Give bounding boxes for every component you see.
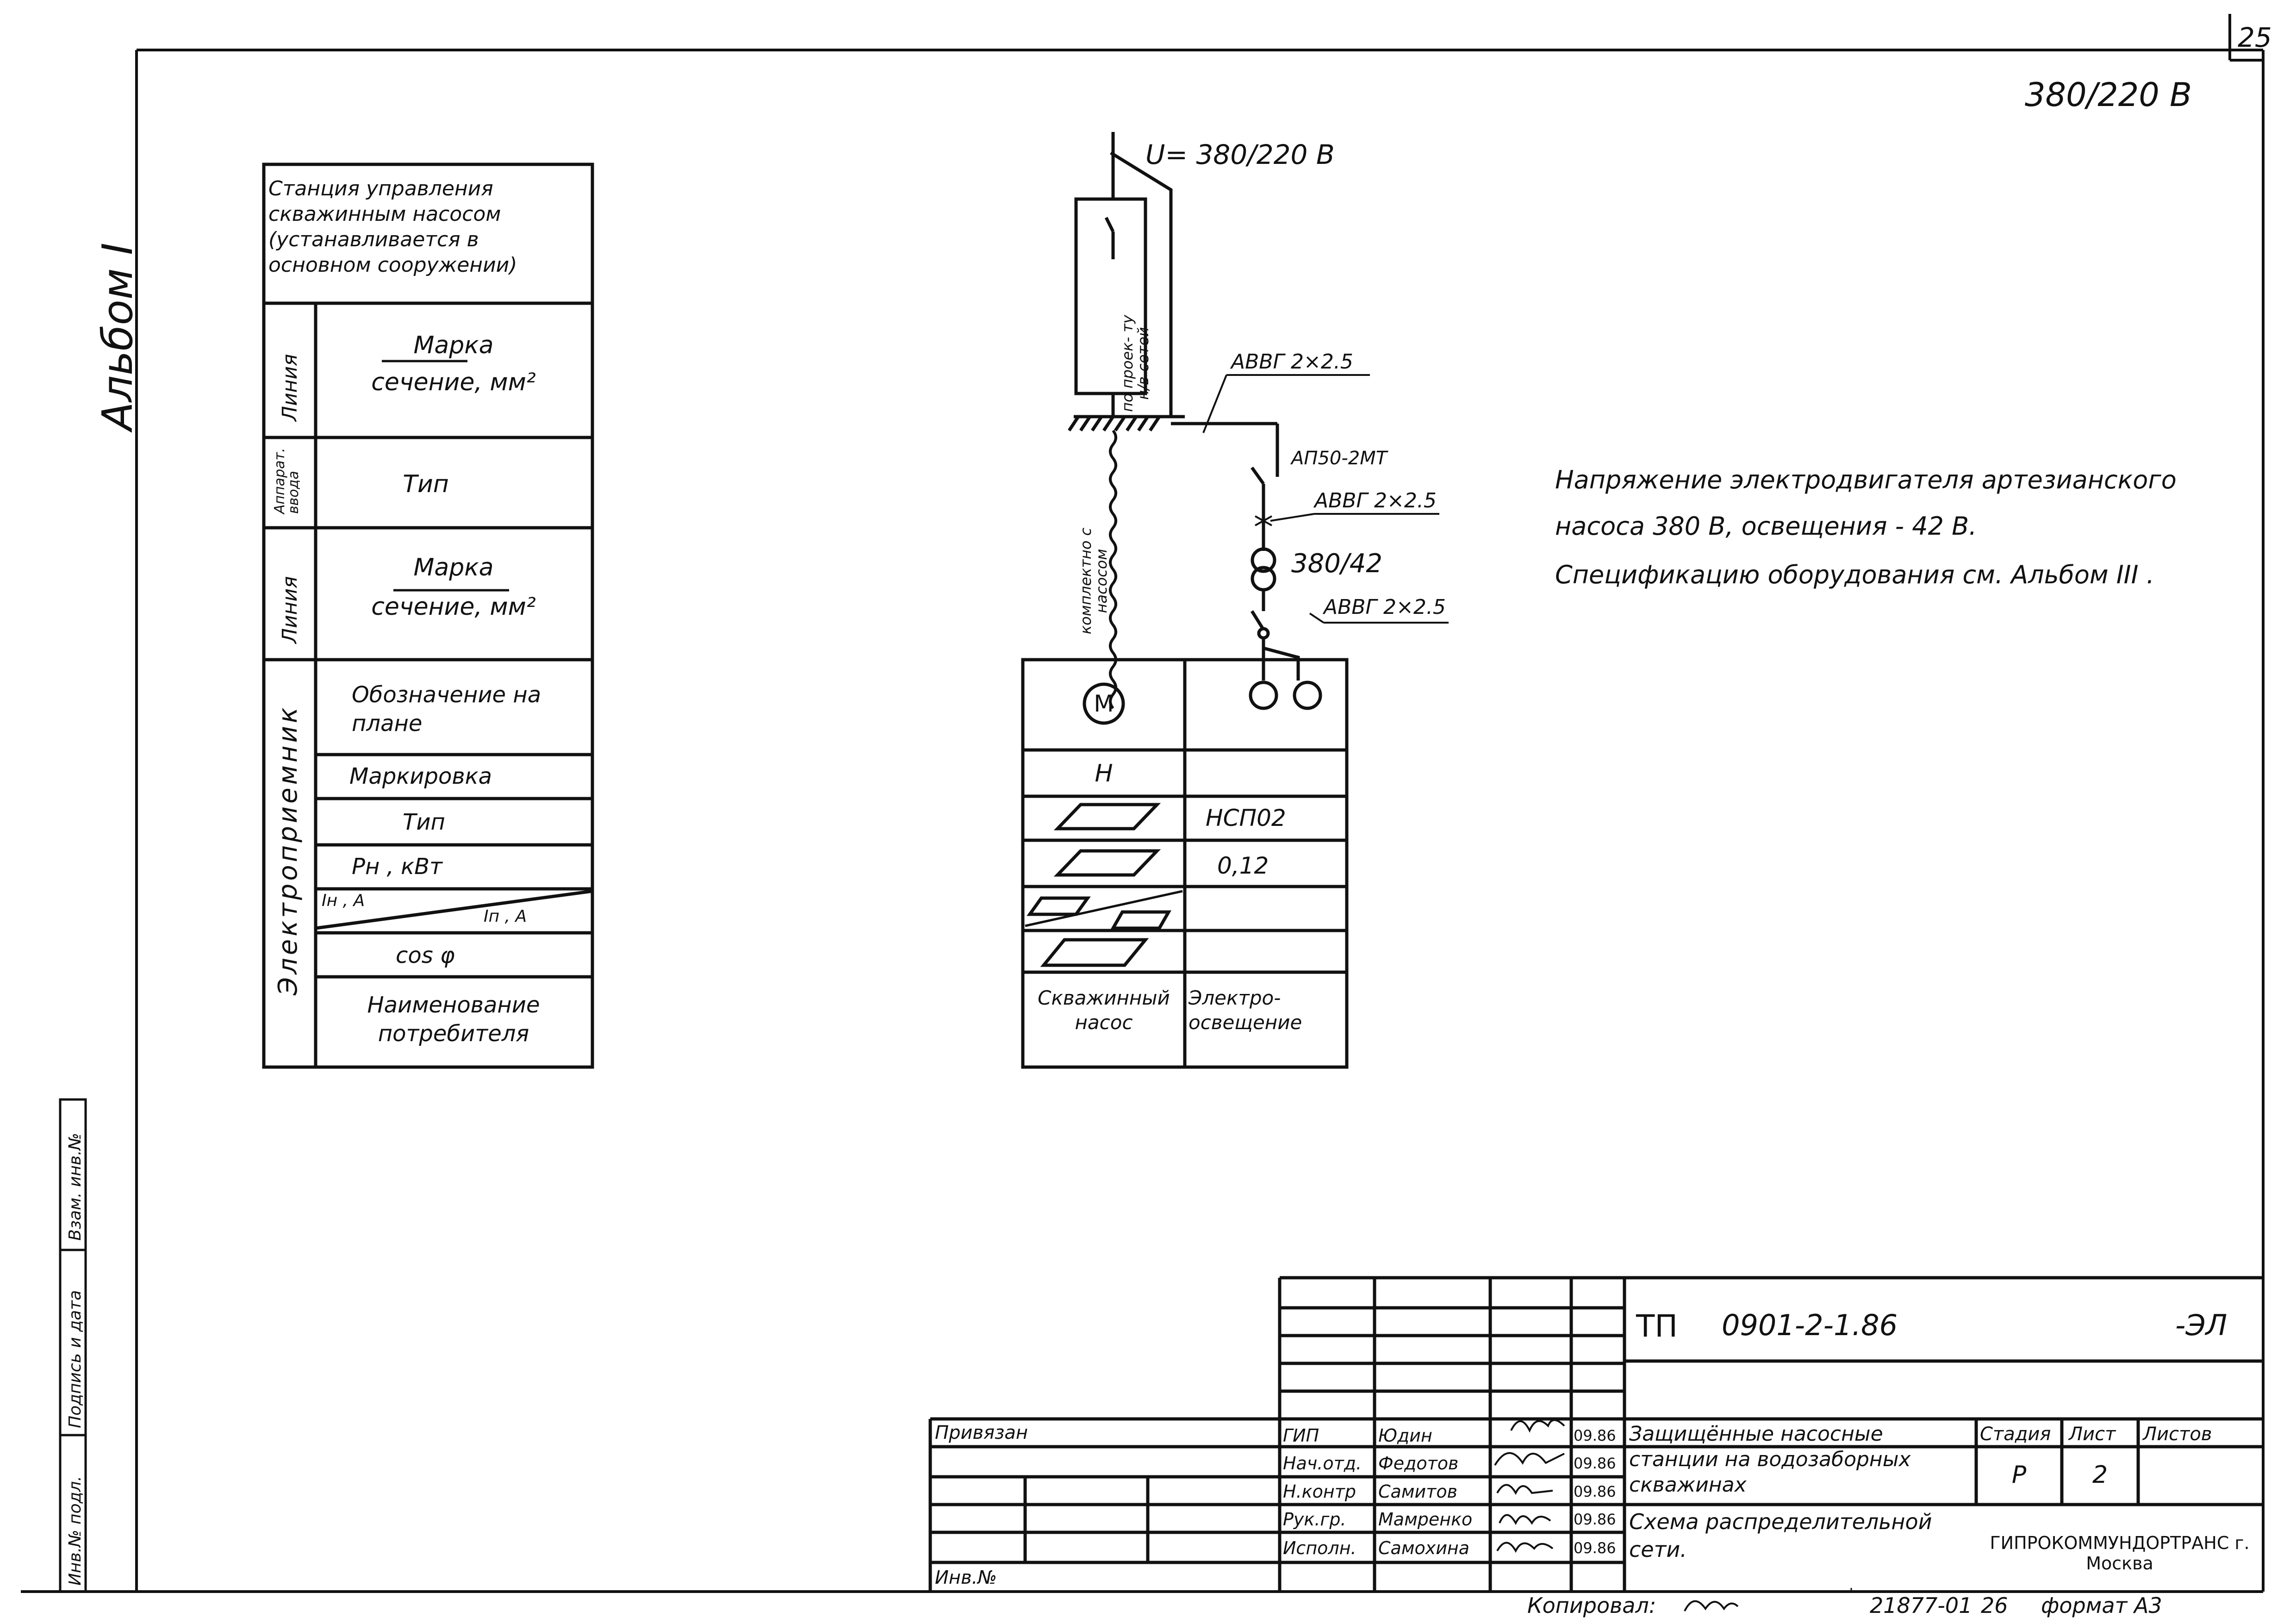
role-1-name: Юдин: [1378, 1425, 1432, 1446]
stage-value: Р: [2011, 1461, 2027, 1489]
legend-type: Тип: [403, 809, 445, 835]
role-1-date: 09.86: [1574, 1427, 1616, 1444]
page-number: 25: [2238, 22, 2272, 53]
lighting-type: НСП02: [1206, 805, 1286, 831]
pump-marking: Н: [1095, 760, 1113, 787]
side-stamp-vzam-inv: Взам. инв.№: [66, 1133, 85, 1241]
role-2-name: Федотов: [1378, 1453, 1459, 1474]
legend-table-lines: [262, 162, 594, 1069]
role-2: Нач.отд.: [1283, 1453, 1362, 1474]
legend-apparatus-type: Тип: [403, 470, 449, 498]
copied-by-label: Копировал:: [1527, 1593, 1656, 1618]
legend-apparatus-label: Аппарат. ввода: [272, 448, 302, 514]
role-5-name: Самохина: [1378, 1538, 1470, 1558]
legend-line2-label: Линия: [278, 576, 302, 643]
inventory-code: 21877-01: [1870, 1593, 1972, 1618]
signature-marks: [1494, 1419, 1739, 1612]
role-2-date: 09.86: [1574, 1455, 1616, 1472]
motor-symbol: М: [1094, 690, 1114, 717]
project-name: Защищённые насосные станции на водозабор…: [1629, 1422, 1911, 1497]
legend-line1-section: сечение, мм²: [371, 369, 536, 396]
voltage-label: 380/220 В: [2025, 76, 2192, 114]
note-line-3: Спецификацию оборудования см. Альбом III…: [1555, 560, 2154, 589]
note-line-2: насоса 380 В, освещения - 42 В.: [1555, 512, 1977, 541]
transformer-label: 380/42: [1291, 549, 1383, 579]
legend-consumer-name: Наименование потребителя: [367, 992, 540, 1047]
legend-line1-label: Линия: [278, 354, 302, 421]
side-stamp-signature-date: Подпись и дата: [66, 1290, 85, 1428]
legend-line2-marka: Марка: [413, 554, 494, 581]
role-3-date: 09.86: [1574, 1483, 1616, 1500]
legend-header: Станция управления скважинным насосом (у…: [268, 177, 517, 277]
lighting-consumer-name: Электро- освещение: [1188, 987, 1302, 1034]
legend-receiver-label: Электроприемник: [273, 705, 303, 995]
role-5-date: 09.86: [1574, 1539, 1616, 1557]
stage-header: Стадия: [1980, 1424, 2051, 1445]
side-stamp-inv-podl: Инв.№ подл.: [66, 1476, 85, 1586]
title-block-lines: [928, 1276, 2263, 1592]
legend-line2-section: сечение, мм²: [371, 593, 536, 621]
footer-page: 26: [1981, 1593, 2008, 1618]
role-5: Исполн.: [1283, 1538, 1356, 1558]
legend-nominal-current: Iн , А: [322, 891, 365, 910]
komplekt-label: комплектно с насосом: [1077, 527, 1110, 635]
document-code-suffix: -ЭЛ: [2175, 1308, 2228, 1342]
album-label: Альбом I: [93, 243, 142, 431]
document-code: 0901-2-1.86: [1722, 1308, 1898, 1342]
sheet-frame: [21, 14, 2265, 1593]
role-3-name: Самитов: [1378, 1481, 1457, 1502]
pump-consumer-name: Скважинный насос: [1038, 987, 1170, 1034]
role-4-date: 09.86: [1574, 1511, 1616, 1528]
privyazan-label: Привязан: [935, 1422, 1028, 1443]
sheet-name: Схема распределительной сети.: [1629, 1509, 1932, 1562]
sheet-header: Лист: [2069, 1424, 2116, 1445]
cable-by-project-label: по проек- ту н/в сетей: [1119, 315, 1152, 412]
legend-line1-marka: Марка: [413, 331, 494, 359]
role-3: Н.контр: [1283, 1481, 1356, 1502]
role-4-name: Мамренко: [1378, 1509, 1473, 1530]
legend-cos-phi: cos φ: [396, 943, 455, 968]
cable-2-label: АВВГ 2×2.5: [1314, 489, 1437, 512]
paper-format: формат А3: [2041, 1593, 2162, 1618]
lighting-power: 0,12: [1217, 852, 1269, 879]
circuit-lines: [1021, 132, 1449, 1069]
supply-voltage: U= 380/220 В: [1145, 139, 1335, 170]
role-1: ГИП: [1283, 1425, 1319, 1446]
inv-number-label: Инв.№: [935, 1567, 997, 1588]
organization: ГИПРОКОММУНДОРТРАНС г. Москва: [1990, 1533, 2250, 1574]
sheets-total-header: Листов: [2143, 1424, 2212, 1445]
legend-marking: Маркировка: [349, 763, 492, 789]
note-line-1: Напряжение электродвигателя артезианског…: [1555, 465, 2177, 494]
sheet-value: 2: [2092, 1461, 2108, 1489]
cable-main-label: АВВГ 2×2.5: [1231, 350, 1353, 374]
legend-start-current: Iп , А: [484, 907, 527, 926]
code-prefix: ТП: [1636, 1308, 1678, 1344]
legend-power: Рн , кВт: [352, 854, 442, 880]
cable-3-label: АВВГ 2×2.5: [1324, 595, 1446, 619]
legend-designation: Обозначение на плане: [352, 682, 541, 737]
side-stamp-lines: [59, 1098, 87, 1593]
breaker-label: АП50-2МТ: [1291, 448, 1388, 469]
role-4: Рук.гр.: [1283, 1509, 1346, 1530]
